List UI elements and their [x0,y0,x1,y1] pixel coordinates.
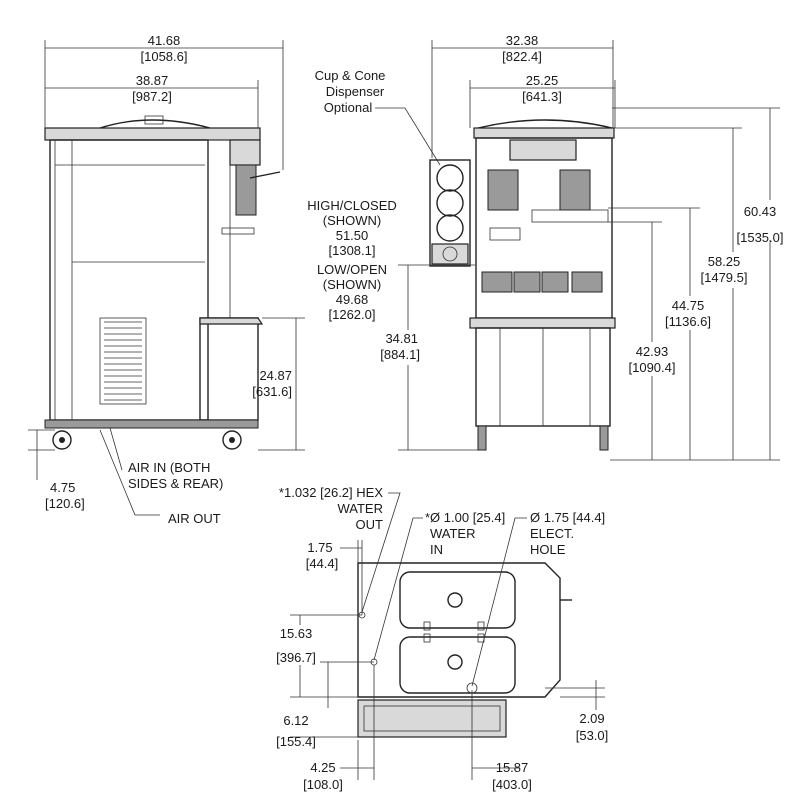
dim-209-in: 2.09 [579,711,604,726]
dim-height-60-mm: [1535.0] [737,230,784,245]
dim-209-mm: [53.0] [576,728,609,743]
label-high-shown: (SHOWN) [323,213,382,228]
dim-counter-height-mm: [631.6] [252,384,292,399]
label-water-in-3: IN [430,542,443,557]
label-low-open: LOW/OPEN [317,262,387,277]
side-machine-outline [44,115,281,429]
dim-low-mm: [1262.0] [329,307,376,322]
dim-caster-height-in: 4.75 [50,480,75,495]
dim-height-60-in: 60.43 [744,204,777,219]
dim-425-in: 4.25 [310,760,335,775]
cup-cone-dispenser [429,159,471,267]
top-view: *1.032 [26.2] HEX WATER OUT *Ø 1.00 [25.… [276,485,608,792]
dim-175-in: 1.75 [307,540,332,555]
dim-1587-mm: [403.0] [492,777,532,792]
dim-front-overall-width-in: 32.38 [506,33,539,48]
dim-612-mm: [155.4] [276,734,316,749]
dim-high-in: 51.50 [336,228,369,243]
dim-drip-height-mm: [884.1] [380,347,420,362]
top-machine-outline [357,562,572,738]
front-machine-outline [469,119,616,451]
label-cup-cone-1: Cup & Cone [315,68,386,83]
dim-body-width-in: 38.87 [136,73,169,88]
dim-body-width-mm: [987.2] [132,89,172,104]
label-elect-hole-2: ELECT. [530,526,574,541]
dim-1587-in: 15.87 [496,760,529,775]
side-view: 41.68 [1058.6] 38.87 [987.2] 24.87 [631.… [28,33,305,526]
dim-overall-width-in: 41.68 [148,33,181,48]
label-hex-water-out-3: OUT [356,517,384,532]
dim-175-mm: [44.4] [306,556,339,571]
dim-caster-height-mm: [120.6] [45,496,85,511]
label-cup-cone-2: Dispenser [326,84,385,99]
dim-height-44-mm: [1136.6] [665,314,711,329]
dim-1563-mm: [396.7] [276,650,316,665]
label-high-closed: HIGH/CLOSED [307,198,397,213]
side-vent-grille [99,317,147,405]
dim-height-58-mm: [1479.5] [701,270,748,285]
dim-height-58-in: 58.25 [708,254,741,269]
label-water-in-2: WATER [430,526,476,541]
dim-height-42-in: 42.93 [636,344,669,359]
dim-front-body-width-mm: [641.3] [522,89,562,104]
caster-wheel-rear [52,430,72,450]
dim-front-body-width-in: 25.25 [526,73,559,88]
dim-height-44-in: 44.75 [672,298,705,313]
dim-1563-in: 15.63 [280,626,313,641]
dim-612-in: 6.12 [283,713,308,728]
label-cup-cone-3: Optional [324,100,373,115]
label-hex-water-out-1: *1.032 [26.2] HEX [279,485,383,500]
dim-drip-height-in: 34.81 [385,331,418,346]
label-hex-water-out-2: WATER [338,501,384,516]
caster-wheel-front [222,430,242,450]
dim-high-mm: [1308.1] [329,243,376,258]
label-elect-hole-3: HOLE [530,542,566,557]
label-elect-hole-1: Ø 1.75 [44.4] [530,510,605,525]
label-air-in-1: AIR IN (BOTH [128,460,210,475]
dim-overall-width-mm: [1058.6] [141,49,188,64]
dim-low-in: 49.68 [336,292,369,307]
dim-height-42-mm: [1090.4] [629,360,676,375]
label-air-out: AIR OUT [168,511,221,526]
front-view: 32.38 [822.4] 25.25 [641.3] Cup & Cone D… [307,33,784,461]
label-air-in-2: SIDES & REAR) [128,476,223,491]
dim-425-mm: [108.0] [303,777,343,792]
label-water-in-1: *Ø 1.00 [25.4] [425,510,505,525]
dim-counter-height-in: 24.87 [259,368,292,383]
dim-front-overall-width-mm: [822.4] [502,49,542,64]
label-low-shown: (SHOWN) [323,277,382,292]
